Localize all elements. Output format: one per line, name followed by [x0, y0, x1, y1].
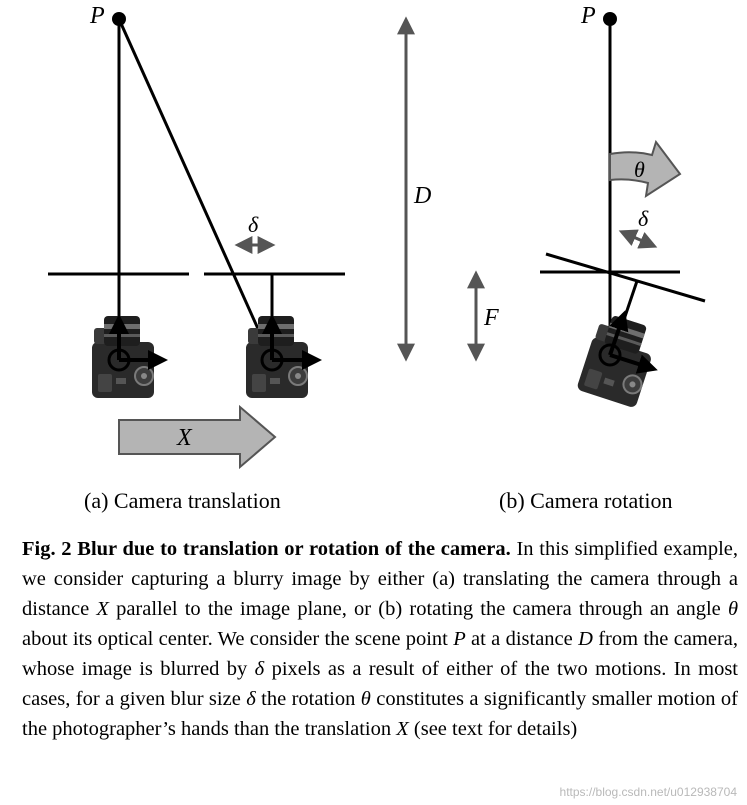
delta-label-b: δ [638, 206, 649, 231]
watermark: https://blog.csdn.net/u012938704 [559, 785, 737, 799]
caption-text: In this simplified example, we consider … [22, 538, 739, 620]
camera-left [91, 314, 168, 399]
caption-var: P [453, 628, 466, 650]
ray-slanted-a [117, 18, 274, 361]
caption-label: Fig. 2 [22, 538, 72, 560]
caption-var: D [578, 628, 593, 650]
caption-var: δ [246, 688, 256, 710]
delta-label-a: δ [248, 212, 259, 237]
dimension-markers: D F [397, 16, 499, 362]
focal-label: F [483, 305, 499, 331]
panel-a-translation: P δ X [48, 3, 345, 470]
camera-rotated [575, 310, 662, 410]
caption-text: (see text for details) [408, 718, 578, 740]
caption-text: about its optical center. We consider th… [22, 628, 454, 650]
caption-var: X [396, 718, 409, 740]
translation-arrow [118, 404, 277, 470]
caption-text: the rotation [255, 688, 361, 710]
caption-var: θ [727, 598, 739, 620]
figure-caption: Fig. 2 Blur due to translation or rotati… [22, 534, 738, 744]
delta-arrow-b [618, 229, 658, 249]
subcaption-a: (a) Camera translation [84, 488, 281, 513]
caption-var: θ [360, 688, 371, 710]
translation-label: X [176, 425, 193, 451]
caption-var: X [96, 598, 109, 620]
caption-title: Blur due to translation or rotation of t… [77, 538, 511, 560]
blur-diagram: P δ X D F P [48, 3, 706, 470]
caption-text: pixels as a result of either of the two … [22, 658, 739, 710]
subcaption-b: (b) Camera rotation [499, 488, 673, 513]
caption-text: from the camera, whose image is blurred … [22, 628, 739, 680]
caption-var: δ [254, 658, 265, 680]
caption-text: parallel to the image plane, or (b) rota… [108, 598, 728, 620]
caption-text: constitutes a signifi­cantly smaller mot… [22, 688, 738, 740]
rotation-arrow [609, 139, 682, 199]
point-p-label-b: P [580, 3, 596, 29]
image-plane-rotated [545, 252, 706, 303]
panel-b-rotation: P θ δ [540, 3, 706, 410]
distance-label: D [413, 183, 431, 209]
point-p-label: P [89, 3, 105, 29]
camera-right [245, 314, 322, 399]
caption-text: at a distance [465, 628, 579, 650]
rotation-label: θ [634, 157, 645, 182]
